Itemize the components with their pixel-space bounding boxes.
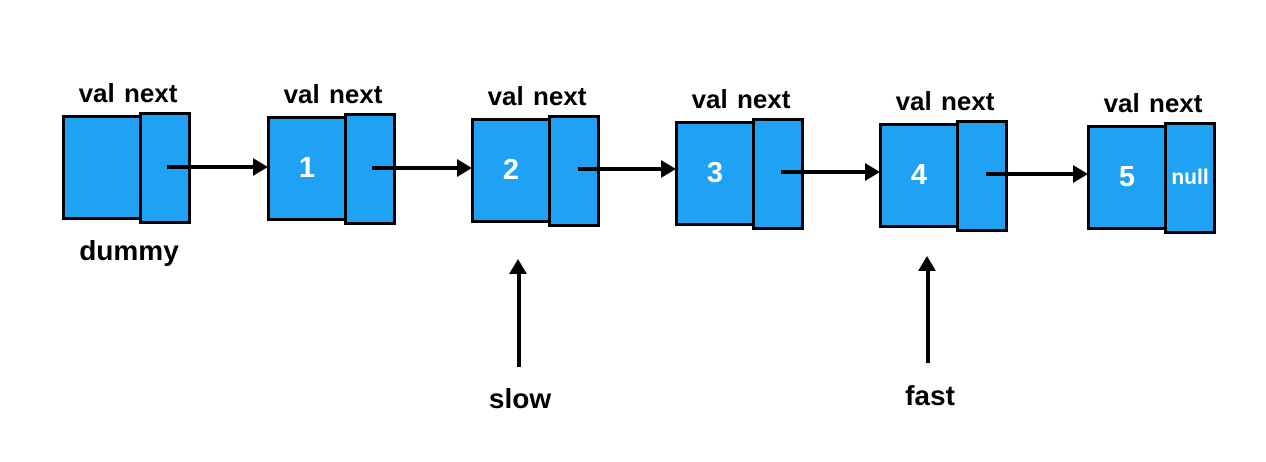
val-cell: 1: [267, 116, 347, 221]
next-cell: [548, 115, 600, 227]
node-header: val next: [487, 81, 587, 111]
node-header: val next: [895, 86, 995, 116]
arrow-4-to-5: [986, 165, 1088, 183]
val-cell: 5: [1087, 125, 1167, 230]
list-node-dummy: val next dummy: [62, 78, 196, 266]
list-node-4: val next 4: [879, 86, 1013, 235]
arrow-2-to-3: [578, 160, 676, 178]
list-node-2: val next 2: [471, 81, 605, 230]
next-cell: null: [1164, 122, 1216, 234]
dummy-label: dummy: [79, 235, 179, 266]
next-cell: [956, 120, 1008, 232]
node-header: val next: [78, 78, 178, 108]
val-cell: [62, 115, 142, 220]
arrow-1-to-2: [372, 159, 472, 177]
arrow-dummy-to-1: [167, 158, 268, 176]
node-header: val next: [691, 84, 791, 114]
fast-pointer-label: fast: [905, 380, 955, 411]
slow-pointer-label: slow: [488, 383, 552, 414]
val-cell: 3: [675, 121, 755, 226]
val-cell: 2: [471, 118, 551, 223]
node-header: val next: [1103, 88, 1203, 118]
fast-pointer-arrow-icon: [918, 256, 936, 363]
node-header: val next: [283, 79, 383, 109]
slow-pointer-arrow-icon: [509, 259, 527, 367]
list-node-3: val next 3: [675, 84, 809, 233]
list-node-5: val next 5 null: [1087, 88, 1221, 237]
val-cell: 4: [879, 123, 959, 228]
next-cell: [752, 118, 804, 230]
arrow-3-to-4: [781, 163, 880, 181]
list-node-1: val next 1: [267, 79, 401, 228]
